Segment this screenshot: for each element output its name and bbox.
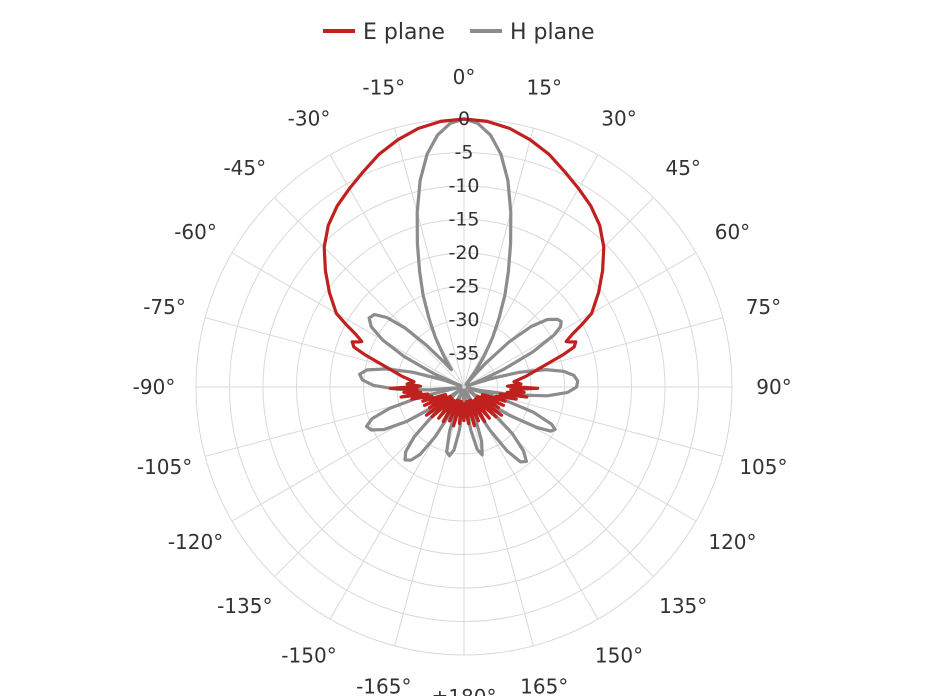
radial-tick-label: 0 [458, 108, 470, 130]
angle-tick-label: -90° [133, 375, 176, 399]
radial-tick-label: -20 [448, 242, 479, 264]
angle-tick-label: 150° [595, 643, 643, 667]
angle-tick-label: ±180° [432, 685, 497, 696]
grid-spoke [463, 252, 697, 388]
legend-label-h-plane: H plane [510, 20, 595, 45]
angle-tick-labels: 0° 15° 30° 45° 60° 75° 90° 105° 120° 135° 150° 165°… [133, 65, 792, 696]
angle-tick-label: -45° [223, 156, 266, 180]
angle-tick-label: 30° [601, 107, 636, 131]
grid-spoke [463, 128, 534, 388]
angle-tick-label: 105° [739, 455, 787, 479]
grid-spoke [463, 386, 534, 646]
legend[interactable]: E plane H plane [323, 20, 595, 45]
angle-tick-label: -75° [143, 295, 186, 319]
grid-spoke [463, 386, 654, 577]
grid-spoke [394, 386, 465, 646]
angle-tick-label: 120° [708, 530, 756, 554]
angle-tick-label: -60° [174, 220, 217, 244]
angle-tick-label: 0° [453, 65, 476, 89]
polar-grid [195, 118, 733, 656]
angle-tick-label: -150° [281, 643, 336, 667]
radial-tick-labels: 0 -5 -10 -15 -20 -25 -30 -35 [448, 108, 479, 365]
angle-tick-label: 60° [715, 220, 750, 244]
radial-tick-label: -15 [448, 209, 479, 231]
radial-tick-label: -25 [448, 276, 479, 298]
angle-tick-label: -15° [362, 76, 405, 100]
grid-spoke [231, 252, 465, 388]
angle-tick-label: 45° [665, 156, 700, 180]
legend-item-h-plane[interactable]: H plane [470, 20, 595, 45]
angle-tick-label: 135° [659, 594, 707, 618]
radial-tick-label: -30 [448, 309, 479, 331]
grid-spoke [231, 386, 465, 522]
angle-tick-label: -165° [356, 674, 411, 696]
radial-tick-label: -10 [448, 175, 479, 197]
legend-label-e-plane: E plane [363, 20, 445, 45]
angle-tick-label: -105° [137, 455, 192, 479]
angle-tick-label: -30° [288, 107, 331, 131]
radial-tick-label: -5 [455, 142, 474, 164]
grid-spoke [463, 386, 697, 522]
grid-spoke [274, 386, 465, 577]
grid-spoke [274, 197, 465, 388]
angle-tick-label: -120° [168, 530, 223, 554]
angle-tick-label: 165° [520, 674, 568, 696]
series-line-h-plane [358, 117, 580, 464]
series-line-e-plane [322, 117, 606, 428]
grid-spoke [394, 128, 465, 388]
series-group [322, 117, 606, 464]
radial-tick-label: -35 [448, 343, 479, 365]
angle-tick-label: 75° [746, 295, 781, 319]
angle-tick-label: 90° [756, 375, 791, 399]
legend-item-e-plane[interactable]: E plane [323, 20, 445, 45]
angle-tick-label: 15° [527, 76, 562, 100]
angle-tick-label: -135° [217, 594, 272, 618]
